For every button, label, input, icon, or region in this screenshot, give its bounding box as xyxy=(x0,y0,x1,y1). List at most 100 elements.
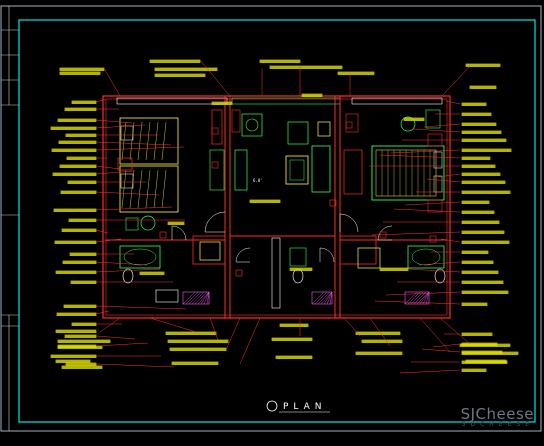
left-leader-8 xyxy=(95,165,121,170)
vanity-left xyxy=(155,289,179,303)
right-note-11 xyxy=(461,200,490,204)
twin-bed-1 xyxy=(119,117,179,165)
right-note-4 xyxy=(461,138,507,142)
door-swing-bath-left xyxy=(171,225,187,241)
bathtub-right-basin xyxy=(411,248,441,266)
plan-group xyxy=(50,59,519,372)
right-leader-2 xyxy=(423,123,461,128)
bed2-quilt-3 xyxy=(145,169,151,209)
bottom-note-17 xyxy=(465,359,507,363)
bottom-note-5 xyxy=(165,331,217,335)
king-pillow-2 xyxy=(433,175,443,193)
top-note-1 xyxy=(154,67,218,71)
left-note-10 xyxy=(67,180,97,184)
top-note-2 xyxy=(154,73,206,77)
right-note-8 xyxy=(461,172,501,176)
bottom-leader-8 xyxy=(439,317,471,345)
left-note-0 xyxy=(71,100,97,104)
left-note-2 xyxy=(57,118,97,122)
threshold-left-hatch-12 xyxy=(194,291,208,305)
left-note-21 xyxy=(56,312,97,316)
fixture-marker-0 xyxy=(211,127,219,135)
armchair-right xyxy=(400,116,416,132)
toilet-center xyxy=(292,268,304,284)
side-table-right xyxy=(425,109,441,129)
inner-note-3 xyxy=(289,267,313,271)
right-leader-3 xyxy=(412,128,461,133)
bottom-note-10 xyxy=(271,337,313,341)
left-note-14 xyxy=(61,228,97,232)
watermark: SJCheese 3DCHEESE xyxy=(461,405,534,428)
threshold-left-hatch-0 xyxy=(182,291,196,305)
top-note-8 xyxy=(465,63,501,67)
bed1-quilt-2 xyxy=(137,121,143,161)
left-leader-15 xyxy=(95,238,122,243)
left-leader-6 xyxy=(95,146,185,151)
bottom-note-2 xyxy=(57,345,103,349)
console-table xyxy=(234,149,248,191)
right-leader-17 xyxy=(418,261,461,266)
left-note-17 xyxy=(62,260,97,264)
threshold-left-hatch-15 xyxy=(197,291,210,305)
right-note-3 xyxy=(461,130,502,134)
right-note-1 xyxy=(461,112,492,116)
fixture-marker-1 xyxy=(211,161,219,169)
right-note-15 xyxy=(461,240,510,244)
left-note-16 xyxy=(69,252,97,256)
toilet-left xyxy=(122,268,134,284)
top-note-7 xyxy=(337,71,375,75)
right-note-9 xyxy=(461,180,506,184)
drawing-frame xyxy=(18,19,536,423)
top-leader-5 xyxy=(104,69,121,97)
inner-note-0 xyxy=(249,199,281,203)
bed1-quilt-1 xyxy=(129,121,135,161)
fixture-marker-3 xyxy=(429,235,437,243)
right-leader-15 xyxy=(440,238,461,243)
door-swing-corridor-2 xyxy=(319,247,335,263)
left-note-4 xyxy=(65,133,97,137)
king-pillow-1 xyxy=(433,151,443,169)
fixture-marker-4 xyxy=(159,231,167,239)
lamp-table xyxy=(317,121,331,137)
door-swing-right xyxy=(339,213,359,233)
room-dimension-label: 6.8' xyxy=(253,178,263,183)
bed2-quilt-2 xyxy=(137,169,143,209)
right-leader-6 xyxy=(379,154,461,159)
right-note-5 xyxy=(461,148,512,152)
threshold-right-hatch-21 xyxy=(425,291,430,305)
threshold-left-hatch-9 xyxy=(191,291,205,305)
bottom-leader-3 xyxy=(239,317,261,365)
side-table-left xyxy=(125,217,139,231)
bottom-note-1 xyxy=(57,339,111,343)
bed1-quilt-0 xyxy=(121,121,127,161)
left-note-1 xyxy=(64,107,97,111)
right-leader-20 xyxy=(385,291,461,296)
left-leader-12 xyxy=(95,206,173,211)
left-note-6 xyxy=(51,148,97,152)
outer-wall xyxy=(102,95,451,319)
threshold-center-hatch-15 xyxy=(326,291,333,305)
bathtub-right xyxy=(407,245,445,269)
bottom-note-12 xyxy=(355,331,401,335)
right-note-22 xyxy=(461,332,493,336)
nightstand-left xyxy=(117,157,133,171)
right-note-20 xyxy=(461,290,509,294)
inner-note-4 xyxy=(167,221,185,225)
right-note-6 xyxy=(461,156,491,160)
inner-note-2 xyxy=(379,267,409,271)
bathtub-left xyxy=(119,245,161,269)
armchair-center-1 xyxy=(241,113,263,137)
top-note-0 xyxy=(149,59,201,63)
inner-note-1 xyxy=(139,271,165,275)
bottom-note-11 xyxy=(275,355,313,359)
threshold-left xyxy=(182,291,210,305)
coffee-table xyxy=(285,155,309,185)
right-leader-0 xyxy=(445,100,461,105)
left-leader-14 xyxy=(95,229,109,234)
right-note-19 xyxy=(461,280,504,284)
bottom-note-4 xyxy=(61,365,103,369)
plan-title: PLAN xyxy=(283,402,327,412)
bed1-quilt-4 xyxy=(153,121,159,161)
fixture-marker-6 xyxy=(379,231,387,239)
bed2-quilt-0 xyxy=(121,169,127,209)
